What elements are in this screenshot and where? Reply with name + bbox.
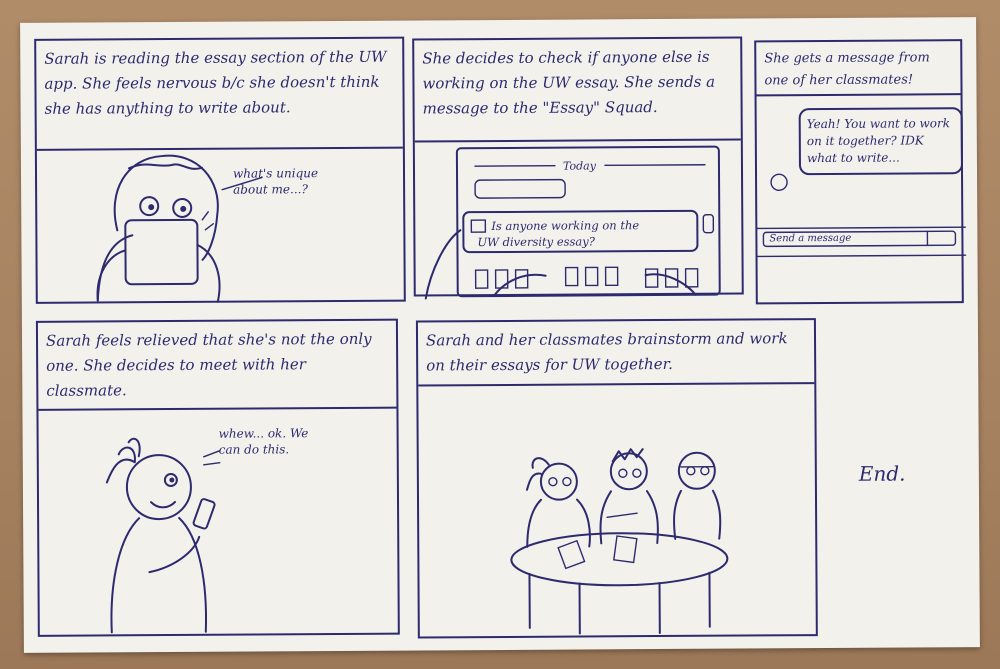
- chat-date-header: Today: [563, 159, 597, 172]
- panel-3: She gets a message from one of her class…: [754, 39, 967, 305]
- sarah-relieved-drawing: [105, 437, 221, 634]
- panel-1: Sarah is reading the essay section of th…: [34, 36, 406, 304]
- panel-2: She decides to check if anyone else is w…: [412, 36, 744, 300]
- panel-5: Sarah and her classmates brainstorm and …: [415, 318, 818, 639]
- sarah-reading-phone-drawing: [96, 154, 263, 303]
- chat-reply-drawing: [756, 173, 967, 258]
- end-label: End.: [858, 461, 906, 486]
- message-input[interactable]: Send a message: [769, 232, 852, 245]
- storyboard-sheet: Sarah is reading the essay section of th…: [20, 17, 980, 653]
- panel-4: Sarah feels relieved that she's not the …: [35, 318, 400, 637]
- classmates-at-table-drawing: [510, 448, 729, 635]
